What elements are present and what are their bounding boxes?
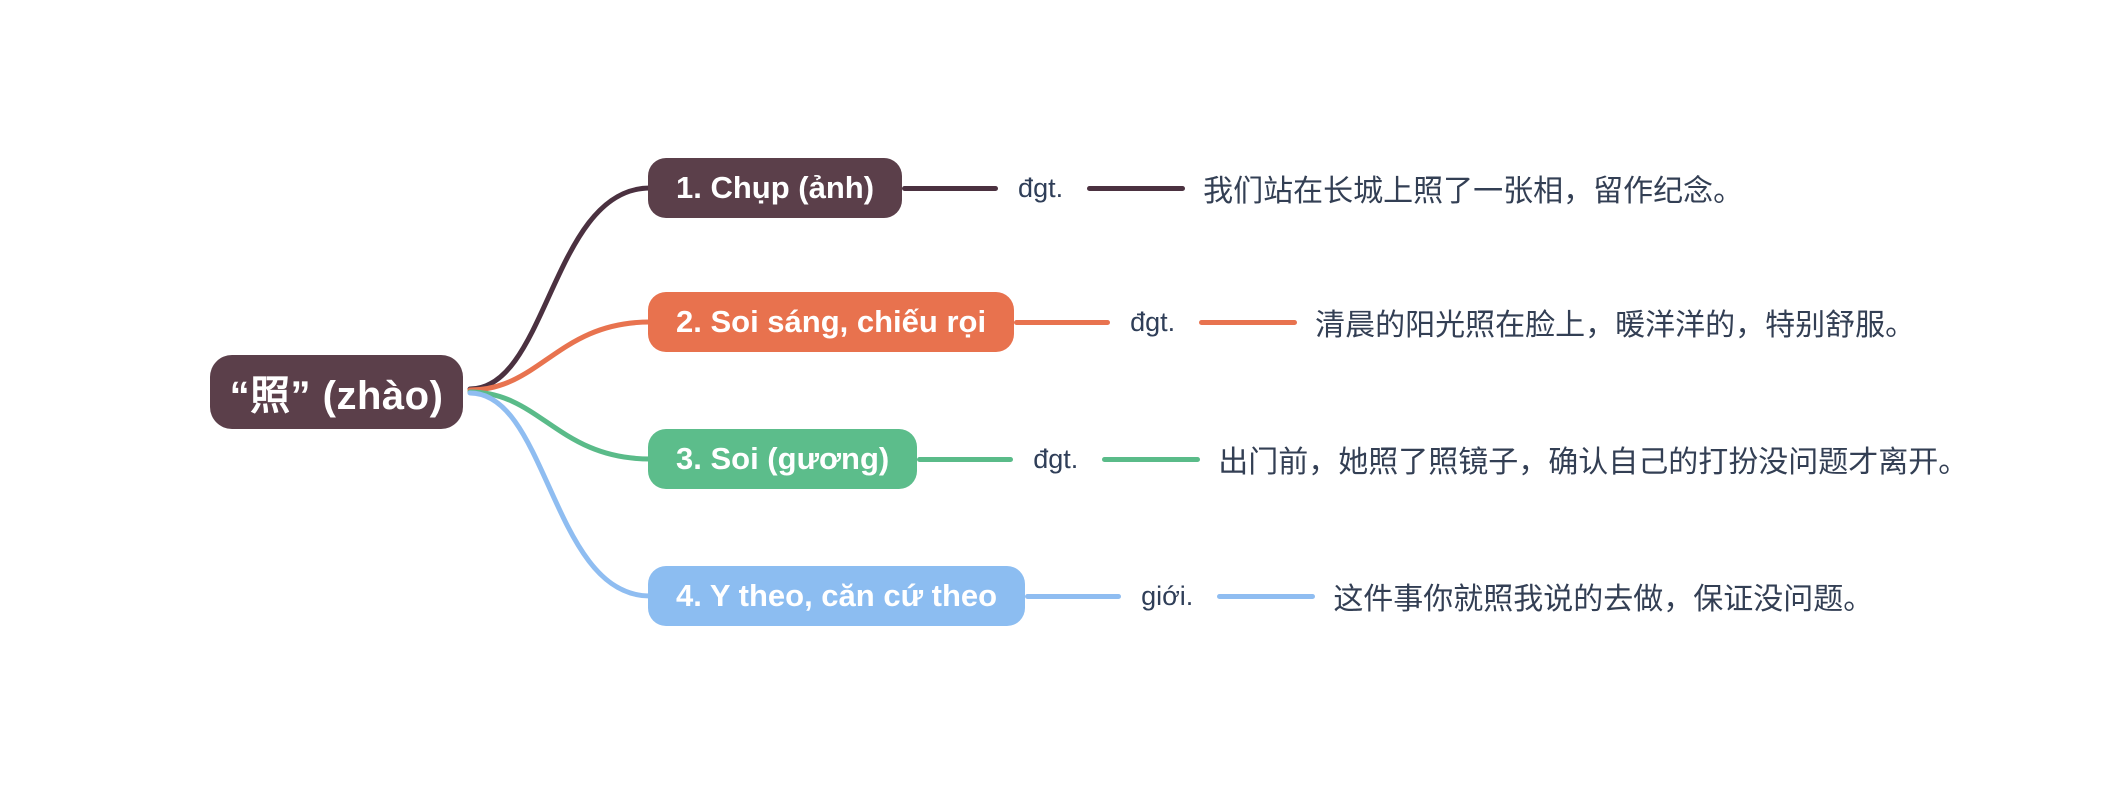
branch-row-1: 1. Chụp (ảnh) đgt. 我们站在长城上照了一张相，留作纪念。 — [648, 158, 1743, 218]
branch-3-example-text[interactable]: 出门前，她照了照镜子，确认自己的打扮没问题才离开。 — [1218, 446, 1969, 479]
connector-curve-branch-2 — [467, 319, 653, 393]
branch-node-4[interactable]: 4. Y theo, căn cứ theo — [648, 566, 1026, 626]
branch-4-example-text[interactable]: 这件事你就照我说的去做，保证没问题。 — [1333, 583, 1874, 616]
branch-2-line-to-example — [1199, 319, 1298, 325]
branch-2-pos-label[interactable]: đgt. — [1130, 306, 1176, 337]
branch-4-line-to-example — [1217, 593, 1316, 599]
branch-row-2: 2. Soi sáng, chiếu rọi đgt. 清晨的阳光照在脸上，暖洋… — [648, 292, 1915, 352]
branch-node-1-label: 1. Chụp (ảnh) — [676, 170, 875, 205]
branch-row-3: 3. Soi (gương) đgt. 出门前，她照了照镜子，确认自己的打扮没问… — [648, 429, 1968, 489]
branch-3-line-to-pos — [917, 456, 1014, 462]
branch-node-2[interactable]: 2. Soi sáng, chiếu rọi — [648, 292, 1015, 352]
connector-curve-branch-1 — [467, 185, 653, 392]
branch-node-3[interactable]: 3. Soi (gương) — [648, 429, 918, 489]
branch-1-pos-label[interactable]: đgt. — [1018, 172, 1064, 203]
branch-1-line-to-pos — [902, 185, 999, 191]
branch-1-line-to-example — [1087, 185, 1186, 191]
branch-node-4-label: 4. Y theo, căn cứ theo — [676, 578, 998, 613]
connector-curve-branch-4 — [467, 390, 653, 599]
branch-4-line-to-pos — [1025, 593, 1122, 599]
branch-node-1[interactable]: 1. Chụp (ảnh) — [648, 158, 903, 218]
branch-3-line-to-example — [1102, 456, 1201, 462]
branch-2-line-to-pos — [1014, 319, 1111, 325]
branch-1-example-text[interactable]: 我们站在长城上照了一张相，留作纪念。 — [1203, 175, 1744, 208]
branch-node-2-label: 2. Soi sáng, chiếu rọi — [676, 304, 987, 339]
branch-4-pos-label[interactable]: giới. — [1141, 580, 1194, 611]
root-topic-node[interactable]: “照” (zhào) — [210, 355, 463, 429]
branch-node-3-label: 3. Soi (gương) — [676, 441, 890, 476]
branch-2-example-text[interactable]: 清晨的阳光照在脸上，暖洋洋的，特别舒服。 — [1315, 309, 1916, 342]
connector-curve-branch-3 — [467, 389, 653, 462]
root-topic-label: “照” (zhào) — [229, 374, 444, 418]
branch-3-pos-label[interactable]: đgt. — [1033, 443, 1079, 474]
branch-row-4: 4. Y theo, căn cứ theo giới. 这件事你就照我说的去做… — [648, 566, 1873, 626]
